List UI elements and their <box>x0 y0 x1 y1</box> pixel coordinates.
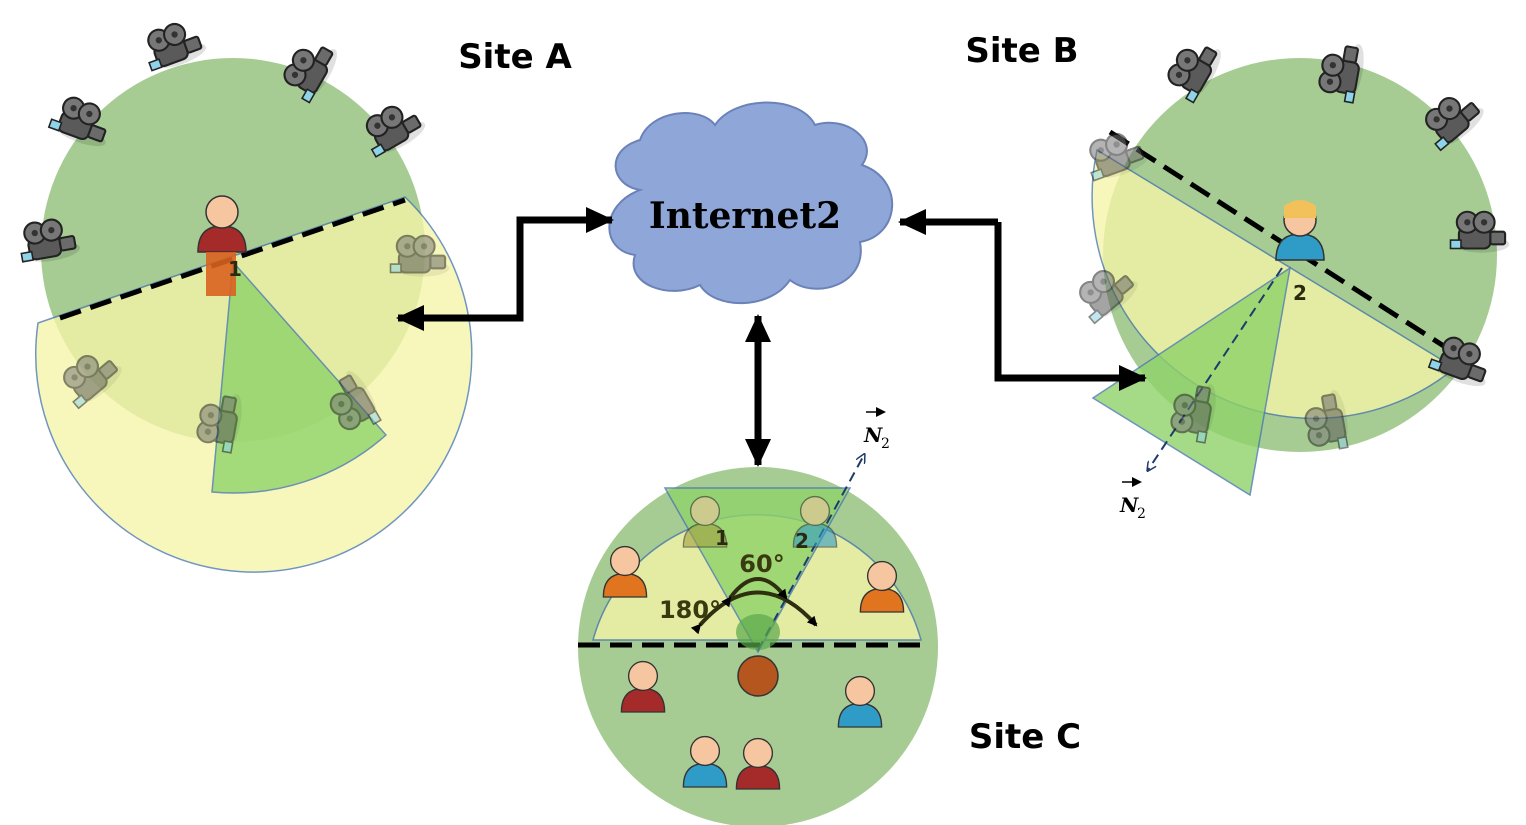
site-a-view-cone <box>211 260 388 494</box>
narrow-angle-arc <box>721 577 788 608</box>
camera-icon <box>1449 210 1511 254</box>
wide-angle-label: 180° <box>659 596 721 624</box>
site-b-room: 2 N 2 <box>1069 32 1511 522</box>
site-a-label: Site A <box>458 37 572 77</box>
site-c-label: Site C <box>969 717 1081 757</box>
site-a-room: 1 <box>15 14 473 573</box>
site-b-participant-icon <box>1275 200 1325 261</box>
network-connectors <box>396 207 1147 467</box>
svg-text:2: 2 <box>881 436 890 452</box>
narrow-angle-label: 60° <box>739 550 784 578</box>
svg-text:2: 2 <box>1137 506 1146 522</box>
site-b-normal-vector <box>1148 267 1283 470</box>
cloud-shape <box>608 101 894 305</box>
viewer-marker-icon <box>736 614 780 650</box>
site-c-room: 1 2 60° 180° N 2 <box>578 407 938 825</box>
svg-text:N: N <box>863 423 883 447</box>
site-a-to-cloud-arrow <box>461 207 614 322</box>
site-c-participant-one-number: 1 <box>715 526 729 550</box>
site-a-participant-icon <box>197 195 247 296</box>
site-c-participant-two-number: 2 <box>795 529 809 553</box>
site-a-participant-number: 1 <box>228 257 242 281</box>
internet2-cloud: Internet2 <box>608 101 894 305</box>
cloud-label: Internet2 <box>649 195 841 237</box>
site-b-boundary-line <box>1108 129 1452 353</box>
viewer-head-icon <box>737 655 779 697</box>
site-c-participant-icons <box>602 495 905 790</box>
site-b-vector-label: N 2 <box>1119 477 1146 522</box>
site-b-view-cone <box>1091 266 1292 497</box>
site-c-vector-label: N 2 <box>863 407 890 452</box>
site-b-participant-number: 2 <box>1293 281 1307 305</box>
svg-text:N: N <box>1119 493 1139 517</box>
site-b-label: Site B <box>965 31 1078 71</box>
cloud-to-site-b-arrow <box>994 222 1147 391</box>
site-a-boundary-line <box>59 197 406 321</box>
